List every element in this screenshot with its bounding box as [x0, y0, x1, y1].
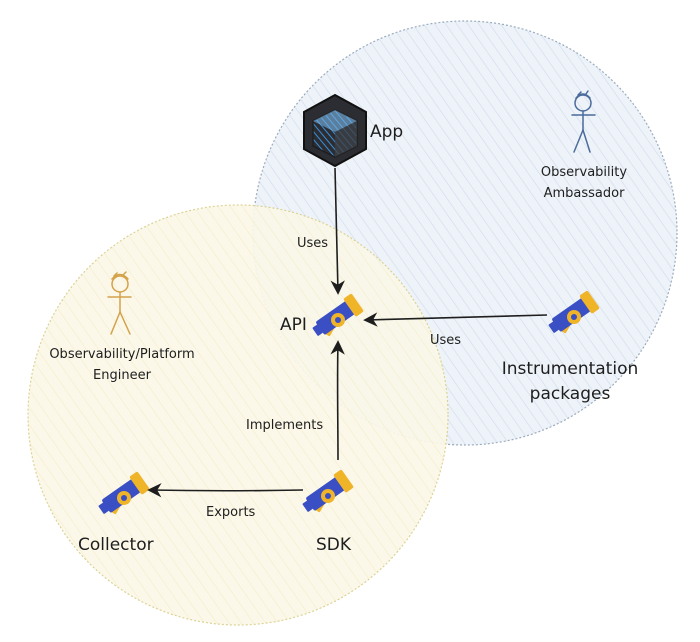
app-to-api-edge-label: Uses	[297, 236, 328, 251]
app-label: App	[370, 122, 403, 142]
engineer-label-line2: Engineer	[93, 368, 152, 383]
engineer-label-line1: Observability/Platform	[49, 347, 194, 362]
instrumentation-label-line2: packages	[530, 384, 611, 404]
ambassador-figure-icon	[571, 90, 596, 153]
sdk-to-collector-edge-label: Exports	[206, 505, 256, 520]
instrumentation-label-line1: Instrumentation	[502, 359, 639, 379]
app-icon	[303, 93, 367, 168]
instr-to-api-edge-label: Uses	[430, 333, 461, 348]
instr-to-api-arrow	[363, 312, 548, 327]
collector-label: Collector	[78, 535, 154, 555]
sdk-label: SDK	[316, 535, 352, 555]
sdk-to-collector-arrow	[147, 483, 304, 498]
engineer-circle-hatch	[28, 205, 448, 625]
ambassador-label-line1: Observability	[541, 165, 627, 180]
ambassador-label-line2: Ambassador	[544, 186, 625, 201]
engineer-figure-icon	[107, 271, 132, 335]
api-label: API	[280, 315, 307, 335]
app-to-api-arrow	[330, 167, 345, 295]
sdk-to-api-edge-label: Implements	[246, 418, 323, 433]
